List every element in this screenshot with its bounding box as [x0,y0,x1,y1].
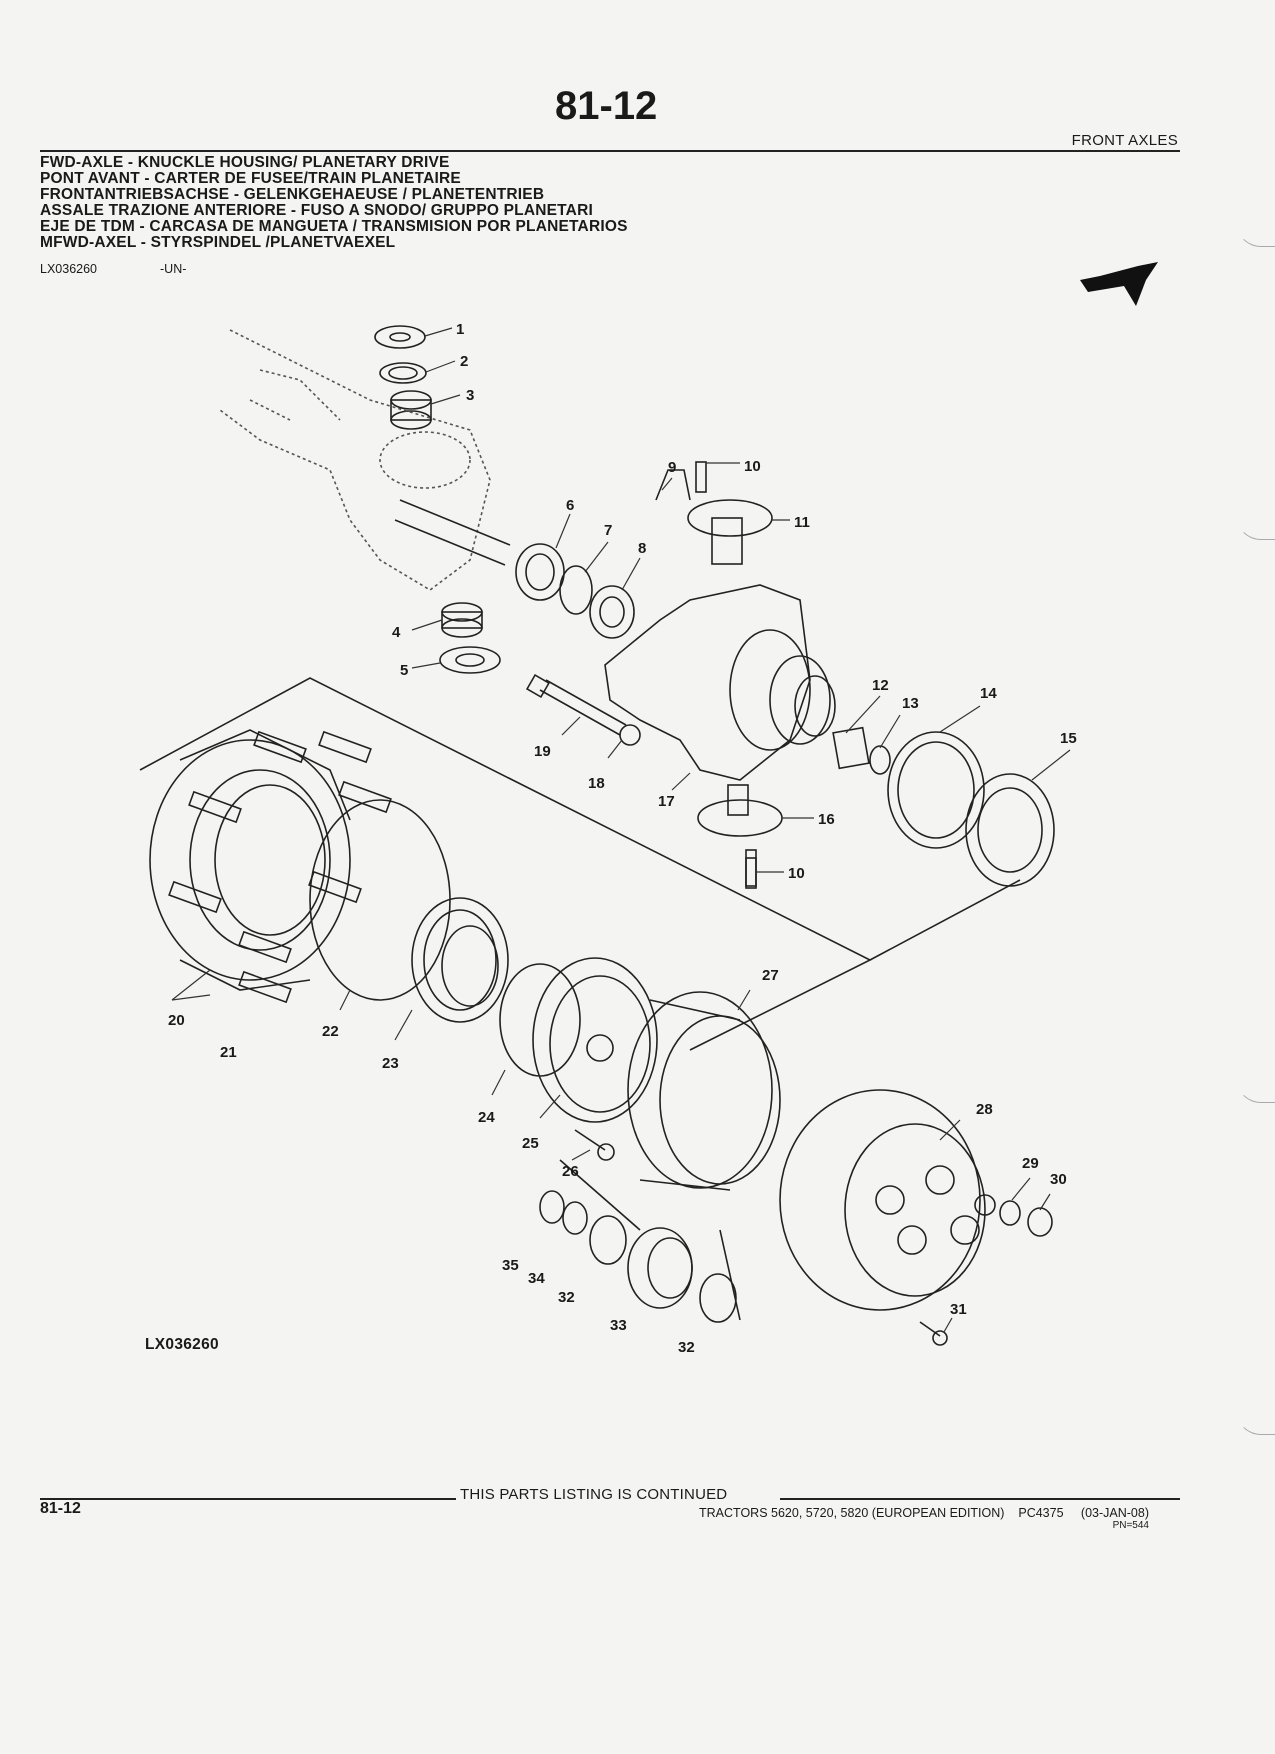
callout-33: 33 [610,1317,627,1334]
footer-rule-right [780,1498,1180,1500]
callout-23: 23 [382,1055,399,1072]
footer-date: (03-JAN-08) [1080,1506,1149,1520]
callout-7: 7 [604,522,612,539]
multilingual-title: FWD-AXLE - KNUCKLE HOUSING/ PLANETARY DR… [40,155,628,251]
figure-label: LX036260 [145,1336,219,1353]
callout-30: 30 [1050,1171,1067,1188]
bearing-cone-part [390,390,432,430]
page-number: 81-12 [555,84,658,128]
lower-washer-part [439,646,501,674]
footer-pn: PN=544 [1112,1520,1149,1531]
binder-hole-mark [1236,1410,1275,1435]
callout-22: 22 [322,1023,339,1040]
callout-11: 11 [794,514,810,531]
callout-6: 6 [566,497,574,514]
callout-9: 9 [668,459,676,476]
footer-page-number: 81-12 [40,1500,81,1517]
callout-32b: 32 [678,1339,695,1356]
section-label: FRONT AXLES [1071,132,1178,149]
callout-13: 13 [902,695,919,712]
callout-21: 21 [220,1044,237,1061]
footer-rule-left [40,1498,456,1500]
figure-id: LX036260 [40,262,98,276]
callout-10: 10 [744,458,761,475]
callout-25: 25 [522,1135,539,1152]
binder-hole-mark [1236,222,1275,247]
callout-28: 28 [976,1101,993,1118]
callout-8: 8 [638,540,646,557]
binder-hole-mark [1236,1078,1275,1103]
direction-arrow-icon [1080,262,1158,306]
callout-14: 14 [980,685,997,702]
callout-10b: 10 [788,865,805,882]
footer-tractors: TRACTORS 5620, 5720, 5820 (EUROPEAN EDIT… [699,1506,1005,1520]
seal-part [379,362,427,384]
callout-15: 15 [1060,730,1077,747]
callout-12: 12 [872,677,889,694]
continued-notice: THIS PARTS LISTING IS CONTINUED [460,1486,728,1503]
footer-publication-line: TRACTORS 5620, 5720, 5820 (EUROPEAN EDIT… [699,1506,1149,1520]
header-rule [40,150,1180,152]
callout-18: 18 [588,775,605,792]
figure-code: -UN- [160,262,187,276]
callout-31: 31 [950,1301,967,1318]
callout-29: 29 [1022,1155,1039,1172]
binder-hole-mark [1236,515,1275,540]
callout-3: 3 [466,387,474,404]
callout-17: 17 [658,793,675,810]
lower-bearing-part [441,602,483,638]
title-line-en: FWD-AXLE - KNUCKLE HOUSING/ PLANETARY DR… [40,154,450,171]
callout-5: 5 [400,662,408,679]
callout-1: 1 [456,321,464,338]
callout-4: 4 [392,624,401,641]
callout-16: 16 [818,811,835,828]
title-line-es: EJE DE TDM - CARCASA DE MANGUETA / TRANS… [40,218,628,235]
thrust-washer-part [374,325,426,349]
callout-2: 2 [460,353,468,370]
title-line-fr: PONT AVANT - CARTER DE FUSEE/TRAIN PLANE… [40,170,461,187]
footer-pc: PC4375 [1018,1506,1064,1520]
title-line-it: ASSALE TRAZIONE ANTERIORE - FUSO A SNODO… [40,202,593,219]
callout-24: 24 [478,1109,495,1126]
callout-19: 19 [534,743,551,760]
callout-34: 34 [528,1270,545,1287]
callout-20: 20 [168,1012,185,1029]
callout-32: 32 [558,1289,575,1306]
title-line-sv: MFWD-AXEL - STYRSPINDEL /PLANETVAEXEL [40,234,396,251]
callout-35: 35 [502,1257,519,1274]
callout-27: 27 [762,967,779,984]
title-line-de: FRONTANTRIEBSACHSE - GELENKGEHAEUSE / PL… [40,186,545,203]
callout-26: 26 [562,1163,579,1180]
